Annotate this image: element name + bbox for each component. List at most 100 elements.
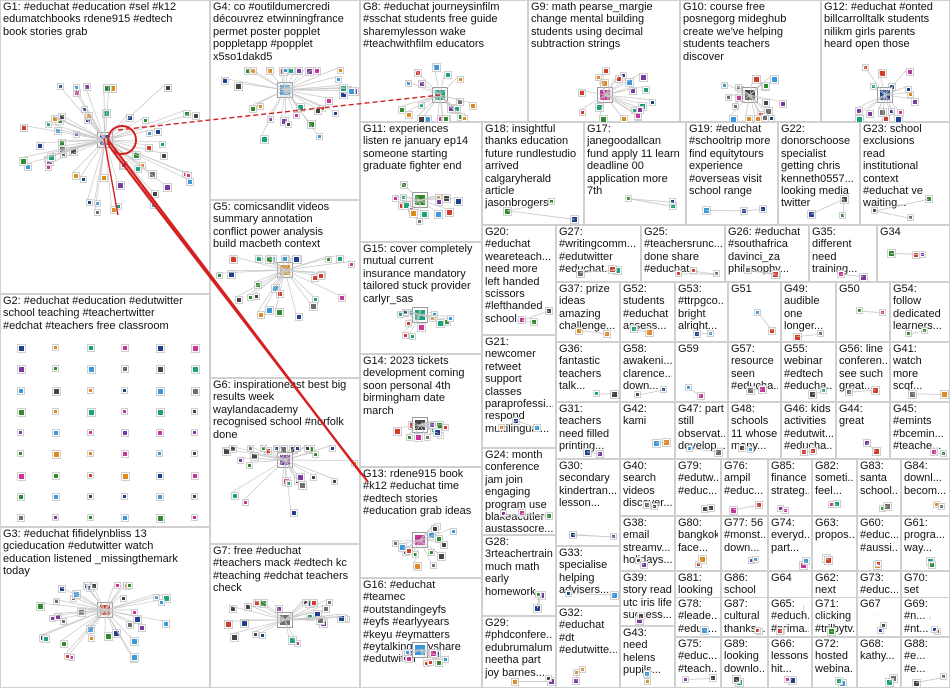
node-avatar: [413, 68, 422, 77]
node-avatar: [291, 254, 301, 264]
node-avatar: [296, 103, 306, 113]
node-avatar: [119, 594, 127, 602]
node-avatar: [888, 108, 896, 116]
group-label: G7: free #educhat #teachers mack #edtech…: [213, 545, 349, 595]
node-avatar: [752, 75, 762, 85]
node-avatar: [409, 208, 419, 218]
hub-node-avatar: [877, 87, 893, 103]
node-avatar: [310, 273, 319, 282]
node-avatar: [239, 618, 249, 628]
node-avatar: [859, 272, 869, 282]
group-label: G47: part still observat... develop...: [678, 403, 725, 453]
node-avatar: [809, 447, 818, 456]
node-avatar: [302, 598, 310, 606]
node-avatar: [249, 105, 258, 114]
node-avatar: [51, 514, 59, 521]
node-avatar: [147, 170, 157, 180]
node-avatar: [156, 450, 164, 458]
group-g1: G1: #educhat #education #sel #k12 edumat…: [0, 0, 210, 294]
group-label: G89: looking downlo...: [724, 638, 765, 675]
group-g69: G69: #n... #nt... #e...: [901, 597, 950, 637]
node-avatar: [869, 82, 877, 90]
node-avatar: [839, 212, 847, 220]
node-avatar: [768, 115, 776, 122]
node-avatar: [548, 198, 556, 206]
node-avatar: [156, 514, 166, 523]
node-avatar: [121, 344, 130, 353]
group-label: G31: teachers need filled printing...: [559, 403, 610, 453]
node-avatar: [71, 171, 80, 180]
group-g72: G72: hosted webina...: [812, 637, 857, 688]
node-avatar: [316, 616, 326, 626]
node-avatar: [311, 451, 319, 459]
node-avatar: [594, 103, 604, 113]
hub-node-avatar: [412, 532, 428, 548]
node-avatar: [265, 67, 274, 75]
node-avatar: [51, 365, 59, 373]
node-avatar: [325, 598, 333, 606]
node-avatar: [844, 388, 853, 397]
node-avatar: [834, 677, 843, 686]
group-label: G72: hosted webina...: [815, 638, 854, 675]
group-label: G45: #emints #bcemin... #teache...: [893, 403, 944, 453]
node-avatar: [937, 503, 945, 510]
node-avatar: [272, 445, 280, 452]
node-avatar: [220, 76, 229, 85]
node-avatar: [435, 659, 444, 668]
node-avatar: [350, 459, 358, 467]
node-avatar: [133, 164, 142, 173]
group-g63: G63: propos...: [812, 516, 857, 571]
node-avatar: [23, 163, 32, 172]
node-avatar: [72, 589, 82, 599]
node-avatar: [52, 598, 60, 606]
node-avatar: [933, 501, 940, 509]
node-avatar: [575, 326, 584, 335]
node-avatar: [643, 501, 652, 510]
node-avatar: [863, 439, 872, 448]
node-avatar: [512, 416, 521, 425]
node-avatar: [295, 67, 304, 76]
node-avatar: [449, 527, 457, 535]
node-avatar: [641, 85, 650, 94]
group-g13: G13: rdene915 book #k12 #educhat time #e…: [360, 467, 482, 578]
node-avatar: [317, 272, 326, 281]
node-avatar: [287, 636, 297, 645]
group-g65: G65: #educh... #prima...: [768, 597, 812, 637]
node-avatar: [911, 678, 921, 688]
group-label: G67: [860, 598, 881, 610]
group-label: G23: school exclusions read institutiona…: [863, 123, 923, 210]
group-label: G60: #educ... #aussi...: [860, 517, 898, 554]
node-avatar: [928, 560, 937, 569]
group-label: G10: course free posnegorg mideghub crea…: [683, 1, 787, 63]
node-avatar: [883, 501, 893, 511]
node-avatar: [734, 94, 743, 103]
node-avatar: [660, 385, 668, 393]
group-g59: G59: [675, 342, 728, 402]
node-avatar: [594, 74, 602, 82]
node-avatar: [191, 386, 200, 396]
node-avatar: [339, 84, 349, 94]
node-avatar: [86, 386, 94, 394]
node-avatar: [763, 107, 773, 117]
node-avatar: [877, 69, 887, 79]
node-avatar: [156, 429, 165, 438]
hub-node-avatar: [432, 87, 448, 103]
node-avatar: [281, 67, 289, 74]
node-avatar: [93, 199, 101, 207]
node-avatar: [83, 83, 92, 92]
node-avatar: [158, 599, 165, 607]
group-label: G80: bangkok face...: [678, 517, 718, 554]
node-avatar: [230, 633, 240, 642]
group-label: G29: #phdconfere... edubrumalum neetha p…: [485, 617, 553, 679]
node-avatar: [331, 477, 339, 485]
node-avatar: [700, 626, 710, 636]
node-avatar: [221, 447, 231, 457]
node-avatar: [545, 306, 554, 315]
node-avatar: [247, 293, 255, 301]
node-avatar: [17, 365, 26, 375]
node-avatar: [396, 311, 404, 319]
group-label: G1: #educhat #education #sel #k12 edumat…: [3, 1, 177, 38]
group-g26: G26: #educhat #southafrica davinci_za ph…: [725, 225, 809, 282]
node-avatar: [191, 492, 198, 500]
node-avatar: [18, 157, 28, 167]
